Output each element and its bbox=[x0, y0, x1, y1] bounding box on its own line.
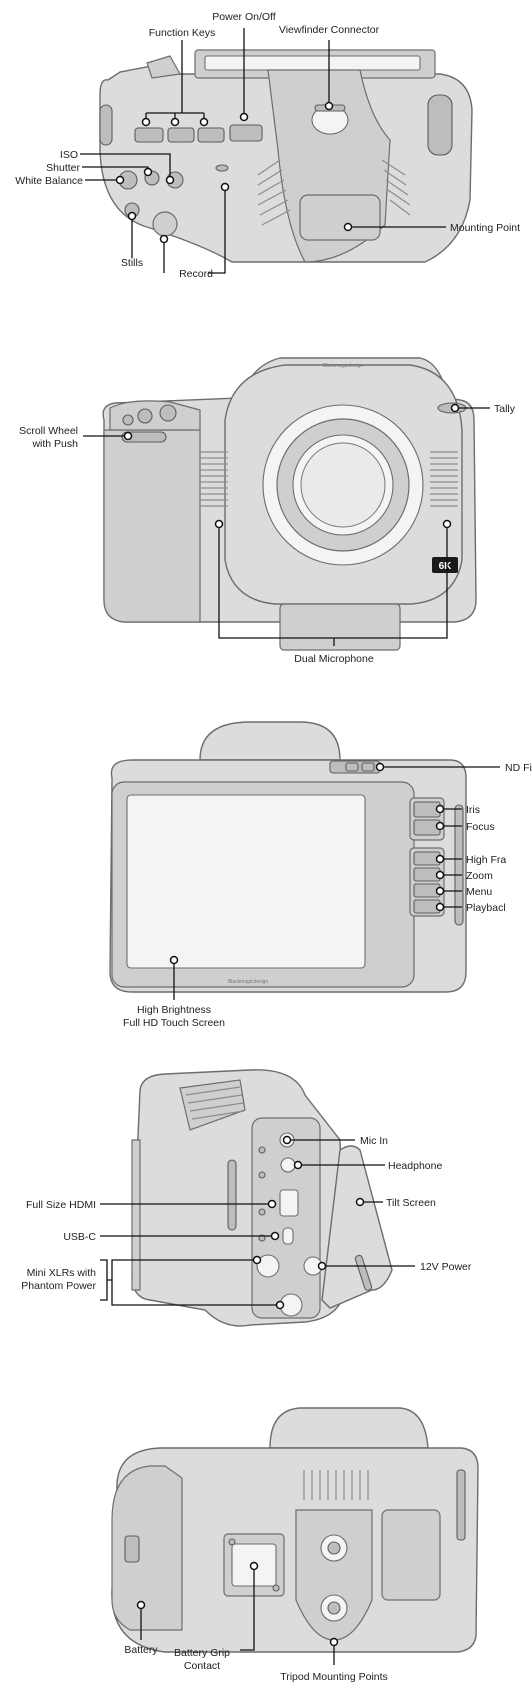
label-dual-microphone: Dual Microphone bbox=[294, 653, 374, 665]
label-shutter: Shutter bbox=[46, 162, 80, 174]
label-battery-grip: Battery Grip bbox=[174, 1647, 230, 1659]
6k-badge-text: 6K bbox=[439, 561, 453, 572]
label-tripod-mounting-points: Tripod Mounting Points bbox=[280, 1671, 388, 1683]
bottom-labels: Battery Battery Grip Contact Tripod Moun… bbox=[124, 1644, 387, 1683]
label-scroll-wheel: Scroll Wheel bbox=[19, 425, 78, 437]
touch-screen bbox=[126, 794, 366, 969]
label-power-on-off: Power On/Off bbox=[212, 11, 275, 23]
function-key-buttons bbox=[134, 127, 225, 143]
label-record: Record bbox=[179, 268, 213, 280]
front-labels: Scroll Wheel with Push Tally Dual Microp… bbox=[19, 403, 516, 665]
scroll-wheel bbox=[121, 431, 167, 443]
label-function-keys: Function Keys bbox=[149, 27, 216, 39]
rear-labels: ND Filte Iris Focus High Fra Zoom Menu P… bbox=[123, 762, 532, 1029]
svg-text:Blackmagicdesign: Blackmagicdesign bbox=[323, 363, 364, 369]
label-focus: Focus bbox=[466, 821, 495, 833]
svg-text:Blackmagicdesign: Blackmagicdesign bbox=[228, 979, 269, 985]
battery-door bbox=[111, 1465, 183, 1631]
label-high-frame-rate: High Fra bbox=[466, 854, 506, 866]
front-view: Blackmagicdesign 6K Scroll Wheel with Pu… bbox=[19, 357, 516, 665]
top-camera-body bbox=[99, 49, 473, 263]
usb-c-port bbox=[282, 1227, 294, 1245]
label-iso: ISO bbox=[60, 149, 78, 161]
label-battery: Battery bbox=[124, 1644, 158, 1656]
6k-badge bbox=[432, 557, 458, 573]
label-battery-grip-contact: Contact bbox=[184, 1660, 220, 1672]
bottom-view: Battery Battery Grip Contact Tripod Moun… bbox=[111, 1407, 479, 1683]
label-zoom: Zoom bbox=[466, 870, 493, 882]
hdmi-port bbox=[279, 1189, 299, 1217]
top-leaders bbox=[80, 28, 446, 274]
front-camera-body: Blackmagicdesign 6K bbox=[102, 357, 477, 651]
label-tilt-screen: Tilt Screen bbox=[386, 1197, 436, 1209]
front-leaders bbox=[83, 403, 490, 646]
label-high-brightness: High Brightness bbox=[137, 1004, 211, 1016]
label-viewfinder-connector: Viewfinder Connector bbox=[279, 24, 380, 36]
label-playback: Playbacl bbox=[466, 902, 506, 914]
side-camera-body bbox=[131, 1069, 393, 1327]
rear-view: Blackmagicdesign ND Filte Iris bbox=[109, 721, 532, 1029]
bottom-camera-body bbox=[111, 1407, 479, 1653]
label-12v-power: 12V Power bbox=[420, 1261, 472, 1273]
top-labels: Function Keys Power On/Off Viewfinder Co… bbox=[15, 11, 520, 280]
label-usb-c: USB-C bbox=[63, 1231, 96, 1243]
side-leaders bbox=[100, 1135, 415, 1310]
label-mounting-point: Mounting Point bbox=[450, 222, 520, 234]
rear-camera-body: Blackmagicdesign bbox=[109, 721, 467, 993]
label-stills: Stills bbox=[121, 257, 143, 269]
top-view: Function Keys Power On/Off Viewfinder Co… bbox=[15, 11, 520, 280]
record-button bbox=[152, 211, 178, 237]
headphone-jack bbox=[280, 1157, 296, 1173]
power-switch bbox=[229, 124, 263, 142]
label-iris: Iris bbox=[466, 804, 480, 816]
label-phantom-power: Phantom Power bbox=[21, 1280, 96, 1292]
label-headphone: Headphone bbox=[388, 1160, 442, 1172]
rear-leaders bbox=[169, 762, 500, 1000]
label-touch-screen: Full HD Touch Screen bbox=[123, 1017, 225, 1029]
label-mic-in: Mic In bbox=[360, 1135, 388, 1147]
tilt-screen bbox=[321, 1145, 393, 1309]
label-mini-xlrs: Mini XLRs with bbox=[27, 1267, 97, 1279]
bottom-leaders bbox=[136, 1561, 339, 1665]
label-menu: Menu bbox=[466, 886, 492, 898]
label-nd-filter: ND Filte bbox=[505, 762, 532, 774]
label-white-balance: White Balance bbox=[15, 175, 83, 187]
label-scroll-wheel-push: with Push bbox=[31, 438, 78, 450]
label-full-size-hdmi: Full Size HDMI bbox=[26, 1199, 96, 1211]
xlr-1 bbox=[256, 1254, 280, 1278]
label-tally: Tally bbox=[494, 403, 516, 415]
side-labels: Mic In Headphone Tilt Screen Full Size H… bbox=[21, 1135, 472, 1292]
side-view: Mic In Headphone Tilt Screen Full Size H… bbox=[21, 1069, 472, 1327]
